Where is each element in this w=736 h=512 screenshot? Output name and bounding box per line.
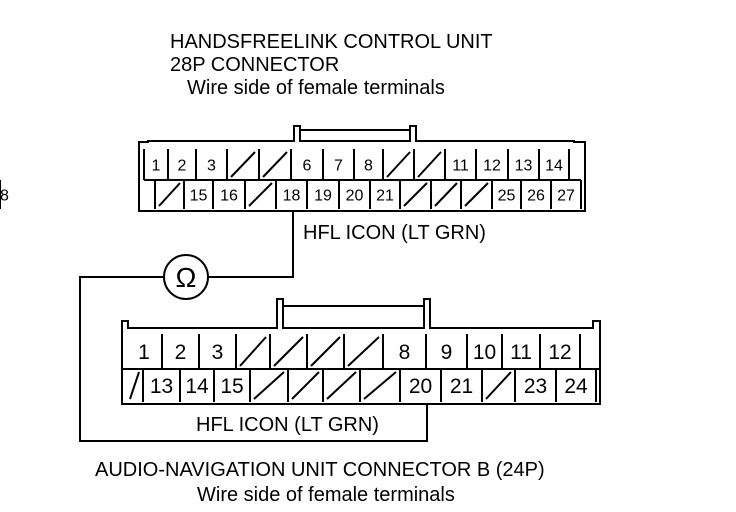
terminal-number: 14 — [545, 157, 563, 174]
terminal-number: 20 — [409, 375, 432, 398]
terminal-number: 8 — [399, 341, 411, 364]
terminal-number: 15 — [190, 187, 208, 204]
unused-terminal-slash — [273, 336, 304, 367]
unused-terminal-slash — [485, 371, 512, 400]
wire-to-top-terminal — [208, 211, 294, 278]
terminal-number: 11 — [510, 341, 532, 364]
bottom-connector-title: AUDIO-NAVIGATION UNIT CONNECTOR B (24P) — [95, 459, 545, 481]
terminal-number: 20 — [346, 187, 364, 204]
terminal-number: 12 — [483, 157, 501, 174]
wire-to-bottom-terminal — [79, 276, 428, 442]
terminal-number: 19 — [314, 187, 332, 204]
terminal-number: 7 — [334, 157, 343, 174]
unused-terminal-slash — [230, 151, 256, 178]
terminal-number: 3 — [212, 341, 224, 364]
terminal-number: 23 — [524, 375, 547, 398]
top-connector: 1236781112131415161819202125262728 — [0, 125, 586, 212]
terminal-number: 9 — [441, 341, 453, 364]
unused-terminal-slash — [262, 151, 288, 178]
terminal-number: 1 — [138, 341, 150, 364]
terminal-number: 21 — [450, 375, 473, 398]
terminal-number: 12 — [548, 341, 571, 364]
terminal-number: 1 — [152, 157, 161, 174]
unused-terminal-slash — [239, 336, 267, 367]
terminal-number: 25 — [498, 187, 516, 204]
terminal-number: 13 — [150, 375, 173, 398]
bottom-connector-note: Wire side of female terminals — [197, 484, 455, 506]
ohmmeter-icon — [163, 254, 209, 300]
terminal-number: 28 — [0, 187, 9, 204]
terminal-number: 26 — [527, 187, 545, 204]
top-wire-label: HFL ICON (LT GRN) — [303, 222, 486, 244]
terminal-number: 15 — [220, 375, 243, 398]
ohm-symbol: Ω — [176, 262, 197, 293]
unused-terminal-slash — [434, 182, 458, 207]
unused-terminal-slash — [403, 182, 428, 207]
terminal-number: 2 — [178, 157, 187, 174]
top-connector-title: HANDSFREELINK CONTROL UNIT — [170, 31, 493, 53]
unused-terminal-slash — [464, 182, 489, 207]
unused-terminal-slash — [291, 371, 320, 400]
terminal-number: 3 — [207, 157, 216, 174]
top-connector-note: Wire side of female terminals — [187, 77, 445, 99]
top-connector-subtitle: 28P CONNECTOR — [170, 54, 340, 76]
terminal-number: 27 — [557, 187, 575, 204]
test-wiring: Ω HFL ICON (LT GRN) HFL ICON (LT GRN) — [79, 211, 486, 442]
unused-terminal-slash — [386, 151, 411, 178]
unused-terminal-slash — [363, 371, 397, 400]
terminal-number: 18 — [283, 187, 301, 204]
terminal-number: 24 — [564, 375, 588, 398]
top-connector-housing — [138, 125, 586, 212]
terminal-number: 8 — [364, 157, 373, 174]
terminal-number: 14 — [185, 375, 209, 398]
unused-terminal-slash — [310, 336, 341, 367]
terminal-number: 6 — [303, 157, 312, 174]
unused-terminal-slash — [253, 371, 285, 400]
terminal-number: 16 — [220, 187, 238, 204]
bottom-connector-housing — [121, 298, 601, 405]
unused-terminal-slash — [326, 371, 357, 400]
unused-terminal-slash — [248, 182, 273, 207]
terminal-number: 13 — [515, 157, 533, 174]
terminal-number: 2 — [175, 341, 187, 364]
unused-terminal-slash — [417, 151, 442, 178]
unused-terminal-slash — [129, 371, 140, 400]
unused-terminal-slash — [347, 336, 380, 367]
terminal-number: 11 — [452, 157, 469, 174]
terminal-number: 21 — [376, 187, 394, 204]
terminal-number: 10 — [473, 341, 496, 364]
bottom-wire-label: HFL ICON (LT GRN) — [196, 414, 379, 436]
unused-terminal-slash — [158, 182, 181, 207]
